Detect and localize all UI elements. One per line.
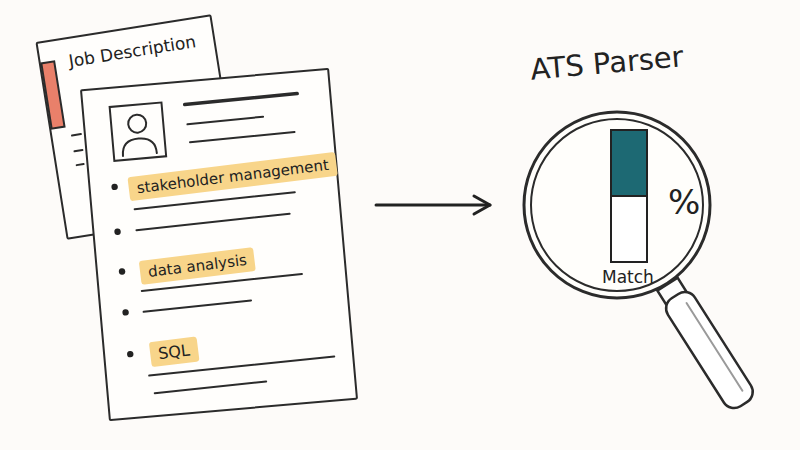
keyword-text: stakeholder management xyxy=(136,156,330,197)
lens-inner-rim xyxy=(531,119,703,291)
resume-paper: stakeholder management data analysisSQL xyxy=(80,68,358,422)
handle-grip xyxy=(662,287,758,412)
keyword-highlight: stakeholder management xyxy=(127,152,338,201)
keyword-text: SQL xyxy=(157,340,191,363)
magnifier-handle xyxy=(654,276,757,413)
document-title: Job Description xyxy=(67,31,197,71)
match-label: Match xyxy=(602,267,654,287)
keyword-text: data analysis xyxy=(147,251,248,281)
parser-heading: ATS Parser xyxy=(529,39,685,87)
flow-arrow xyxy=(376,204,490,207)
handle-shine xyxy=(687,303,743,391)
keyword-highlight: data analysis xyxy=(139,247,256,285)
ats-parser-lens: ATS Parser%Match xyxy=(522,110,712,300)
lens-rim xyxy=(524,112,710,298)
percent-sign: % xyxy=(668,182,700,223)
keyword-highlight: SQL xyxy=(149,337,199,368)
